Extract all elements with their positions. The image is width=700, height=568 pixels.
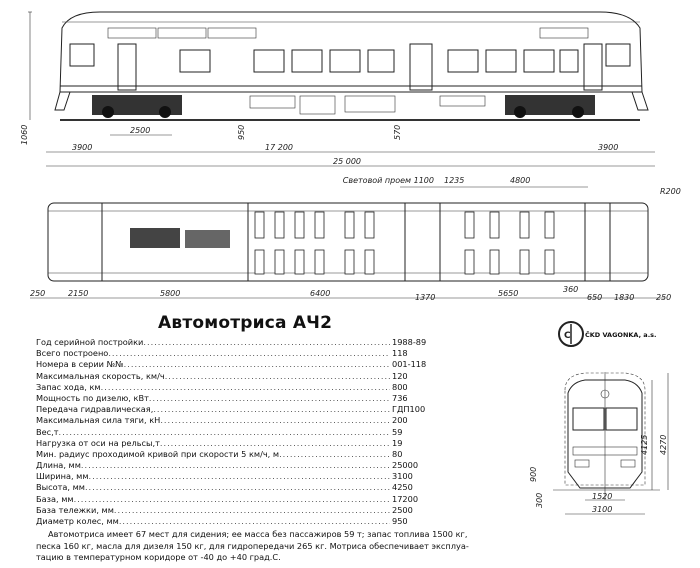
dim-bottom: 250 bbox=[656, 293, 671, 302]
dim-light-opening: Световой проем 1100 bbox=[343, 176, 434, 185]
spec-label: Длина, мм bbox=[36, 460, 81, 471]
ckd-vagonka-logo: C bbox=[558, 321, 584, 347]
svg-text:C: C bbox=[564, 331, 571, 341]
spec-label: Всего построено bbox=[36, 348, 109, 359]
dim-base: 17 200 bbox=[265, 143, 293, 152]
spec-table: Год серийной постройки 1988-89 Всего пост… bbox=[36, 337, 432, 527]
spec-row: Вес,т 59 bbox=[36, 427, 432, 438]
dim-bogie-base: 2500 bbox=[130, 126, 150, 135]
spec-row: Ширина, мм 3100 bbox=[36, 471, 432, 482]
spec-value: 800 bbox=[392, 381, 408, 392]
spec-row: Мин. радиус проходимой кривой при скорос… bbox=[36, 449, 432, 460]
spec-value: 1988-89 bbox=[392, 337, 427, 347]
spec-value: 2500 bbox=[392, 504, 413, 515]
spec-row: Номера в серии №№ 001-118 bbox=[36, 359, 432, 370]
dim-height: 1060 bbox=[20, 125, 29, 145]
spec-value: 736 bbox=[392, 392, 408, 403]
spec-label: База тележки, мм bbox=[36, 504, 114, 515]
spec-label: Вес,т bbox=[36, 426, 59, 437]
side-view: 1060 2500 950 570 3900 17 200 3900 25 00… bbox=[20, 11, 655, 167]
spec-row: Всего построено 118 bbox=[36, 348, 432, 359]
spec-label: База, мм bbox=[36, 493, 74, 504]
spec-label: Мин. радиус проходимой кривой при скорос… bbox=[36, 448, 280, 459]
dim-bottom: 5800 bbox=[160, 289, 180, 298]
front-view: 4125 4270 900 300 1520 3100 bbox=[529, 372, 669, 515]
spec-label: Максимальная сила тяги, кН bbox=[36, 415, 161, 426]
spec-label: Номера в серии №№ bbox=[36, 359, 124, 370]
spec-label: Высота, мм bbox=[36, 482, 85, 493]
spec-row: Запас хода, км 800 bbox=[36, 382, 432, 393]
dim-gauge: 1520 bbox=[592, 492, 612, 501]
dim-bottom: 650 bbox=[587, 293, 602, 302]
dim-width: 3100 bbox=[592, 505, 612, 514]
dim-h1: 4125 bbox=[640, 435, 649, 455]
caption-line: Автомотриса имеет 67 мест для сидения; е… bbox=[48, 529, 468, 539]
spec-row: База тележки, мм 2500 bbox=[36, 505, 432, 516]
spec-value: 25000 bbox=[392, 460, 419, 471]
spec-label: Год серийной постройки bbox=[36, 337, 144, 347]
dim-bottom: 360 bbox=[563, 285, 578, 294]
spec-value: 200 bbox=[392, 415, 408, 426]
dim-bottom: 250 bbox=[30, 289, 45, 298]
spec-value: ГДП100 bbox=[392, 404, 426, 415]
spec-row: Год серийной постройки 1988-89 bbox=[36, 337, 432, 348]
spec-row: Мощность по дизелю, кВт 736 bbox=[36, 393, 432, 404]
spec-label: Максимальная скорость, км/ч bbox=[36, 370, 165, 381]
spec-value: 118 bbox=[392, 348, 408, 359]
spec-value: 80 bbox=[392, 448, 403, 459]
spec-row: Длина, мм 25000 bbox=[36, 460, 432, 471]
plan-view: Световой проем 1100 1235 4800 R200 250 bbox=[30, 176, 681, 302]
dim-length: 25 000 bbox=[333, 157, 361, 166]
spec-value: 950 bbox=[392, 516, 408, 526]
spec-row: Нагрузка от оси на рельсы,т 19 bbox=[36, 438, 432, 449]
dim-wheel: 950 bbox=[237, 125, 246, 140]
dim-bottom: 5650 bbox=[498, 289, 518, 298]
spec-label: Диаметр колес, мм bbox=[36, 516, 119, 526]
dim-top-a: 1235 bbox=[444, 176, 464, 185]
dim-bottom: 2150 bbox=[68, 289, 88, 298]
spec-row: Максимальная скорость, км/ч 120 bbox=[36, 371, 432, 382]
dim-top-b: 4800 bbox=[510, 176, 530, 185]
page-title: Автомотриса АЧ2 bbox=[158, 313, 333, 333]
dim-step: 570 bbox=[393, 125, 402, 140]
spec-label: Ширина, мм bbox=[36, 471, 89, 482]
spec-label: Запас хода, км bbox=[36, 381, 101, 392]
spec-value: 17200 bbox=[392, 493, 419, 504]
dim-overhang-left: 3900 bbox=[72, 143, 92, 152]
caption-line: тацию в температурном коридоре от -40 до… bbox=[36, 552, 281, 563]
spec-label: Передача гидравлическая, bbox=[36, 404, 154, 415]
spec-row: Высота, мм 4250 bbox=[36, 482, 432, 493]
caption-line: песка 160 кг, масла для дизеля 150 кг, д… bbox=[36, 540, 469, 551]
manufacturer-name: ČKD VAGONKA, a.s. bbox=[585, 331, 657, 339]
spec-value: 4250 bbox=[392, 482, 413, 493]
dim-radius: R200 bbox=[660, 187, 681, 196]
spec-value: 3100 bbox=[392, 471, 413, 482]
dim-bottom: 1830 bbox=[614, 293, 634, 302]
description-paragraph: Автомотриса имеет 67 мест для сидения; е… bbox=[36, 529, 676, 564]
spec-label: Нагрузка от оси на рельсы,т bbox=[36, 437, 160, 448]
spec-value: 59 bbox=[392, 426, 403, 437]
dim-bottom: 1370 bbox=[415, 293, 435, 302]
spec-value: 001-118 bbox=[392, 359, 427, 370]
spec-value: 19 bbox=[392, 437, 403, 448]
dim-h2: 4270 bbox=[659, 435, 668, 455]
spec-row: Передача гидравлическая, ГДП100 bbox=[36, 404, 432, 415]
spec-label: Мощность по дизелю, кВт bbox=[36, 392, 149, 403]
dim-h4: 300 bbox=[535, 493, 544, 508]
spec-row: Максимальная сила тяги, кН 200 bbox=[36, 415, 432, 426]
spec-value: 120 bbox=[392, 370, 408, 381]
dim-bottom: 6400 bbox=[310, 289, 330, 298]
dim-h3: 900 bbox=[529, 467, 538, 482]
spec-row: База, мм 17200 bbox=[36, 494, 432, 505]
spec-row: Диаметр колес, мм 950 bbox=[36, 516, 432, 527]
dim-overhang-right: 3900 bbox=[598, 143, 618, 152]
